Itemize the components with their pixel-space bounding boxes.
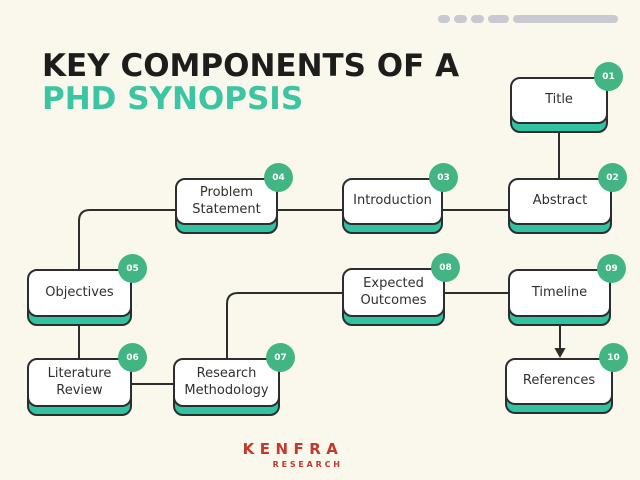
- node-label: Research Methodology: [184, 365, 269, 398]
- node-objectives: Objectives 05: [27, 254, 147, 326]
- arrowhead-references: [554, 348, 566, 358]
- node-number-badge: 07: [266, 343, 295, 372]
- node-label: References: [522, 373, 596, 389]
- node-number-badge: 09: [597, 254, 626, 283]
- node-card: Literature Review: [27, 358, 132, 407]
- pill-icon: [471, 15, 484, 23]
- pill-icon: [488, 15, 509, 23]
- node-number-badge: 04: [264, 163, 293, 192]
- node-card: Timeline: [508, 269, 611, 317]
- node-label: Objectives: [45, 284, 114, 300]
- node-label: Introduction: [353, 193, 432, 209]
- node-expected-outcomes: Expected Outcomes 08: [342, 253, 460, 326]
- node-card: Title: [510, 77, 608, 124]
- page-title-line2: PHD SYNOPSIS: [42, 81, 304, 117]
- node-label: Literature Review: [47, 365, 112, 398]
- node-timeline: Timeline 09: [508, 254, 626, 326]
- node-literature-review: Literature Review 06: [27, 343, 147, 416]
- node-references: References 10: [505, 343, 628, 414]
- node-title: Title 01: [510, 62, 623, 133]
- node-card: Expected Outcomes: [342, 268, 445, 317]
- node-card: Objectives: [27, 269, 132, 317]
- node-number-badge: 03: [429, 163, 458, 192]
- node-label: Title: [545, 92, 573, 108]
- window-pills-decoration: [438, 15, 618, 23]
- node-number-badge: 10: [599, 343, 628, 372]
- node-number-badge: 06: [118, 343, 147, 372]
- node-card: Problem Statement: [175, 178, 278, 225]
- page-title: KEY COMPONENTS OF A PHD SYNOPSIS: [42, 50, 459, 116]
- node-label: Expected Outcomes: [360, 275, 427, 308]
- pill-icon: [438, 15, 450, 23]
- brand-logo: KENFRA RESEARCH: [236, 440, 340, 469]
- node-research-methodology: Research Methodology 07: [173, 343, 295, 416]
- brand-name: KENFRA: [242, 440, 344, 458]
- node-card: Research Methodology: [173, 358, 280, 407]
- connector-research-expected: [226, 292, 343, 360]
- connector-problem-objectives: [78, 209, 176, 270]
- node-card: References: [505, 358, 613, 405]
- node-card: Introduction: [342, 178, 443, 225]
- node-introduction: Introduction 03: [342, 163, 458, 234]
- node-label: Timeline: [531, 284, 588, 300]
- node-label: Problem Statement: [192, 184, 261, 217]
- node-number-badge: 02: [598, 163, 627, 192]
- page-title-line1: KEY COMPONENTS OF A: [42, 48, 460, 84]
- brand-subtitle: RESEARCH: [272, 460, 343, 469]
- node-number-badge: 05: [118, 254, 147, 283]
- node-label: Abstract: [532, 193, 588, 209]
- pill-icon: [513, 15, 618, 23]
- node-number-badge: 08: [431, 253, 460, 282]
- pill-icon: [454, 15, 467, 23]
- node-abstract: Abstract 02: [508, 163, 627, 234]
- node-number-badge: 01: [594, 62, 623, 91]
- node-problem-statement: Problem Statement 04: [175, 163, 293, 234]
- node-card: Abstract: [508, 178, 612, 225]
